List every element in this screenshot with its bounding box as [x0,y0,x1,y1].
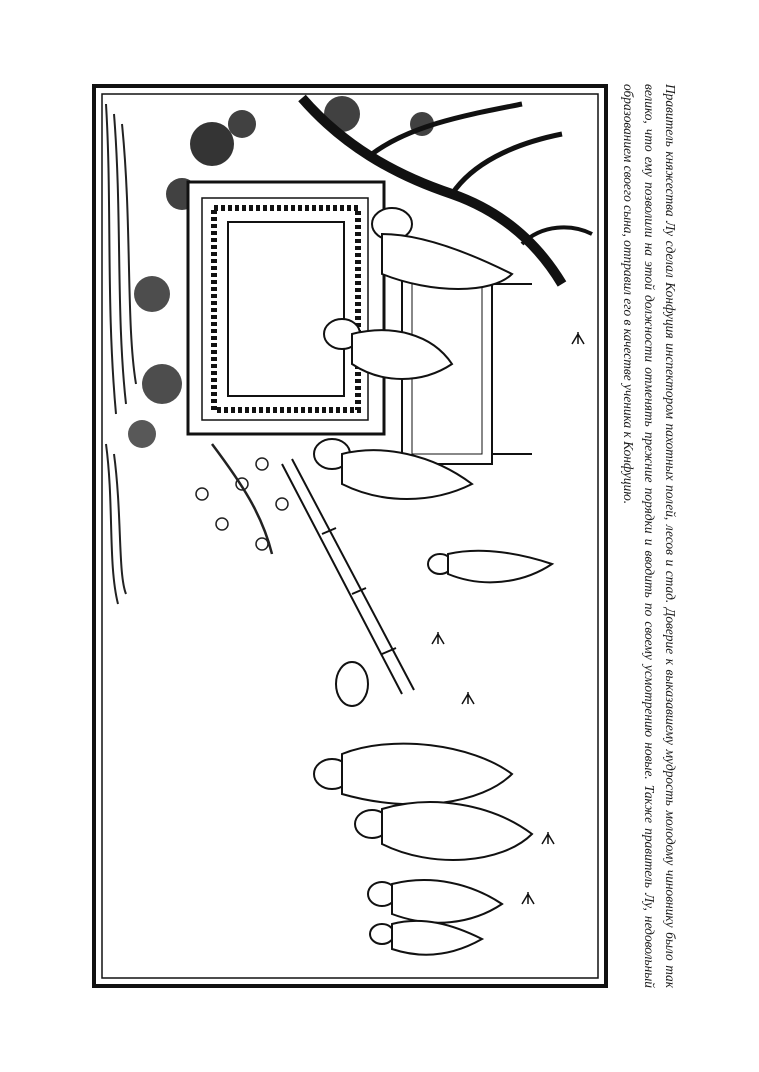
pine-tree [298,94,593,287]
illustration-plate [92,84,608,988]
garden-rock [335,661,369,707]
grass-tufts [431,332,585,905]
plate-inner-border [101,93,599,979]
illustration-caption: Правитель княжества Лу сделал Конфуция и… [591,84,681,988]
seated-figures [313,207,514,500]
pine-needles [128,96,434,448]
plate-outer-border [92,84,608,988]
railing [281,458,415,695]
caption-text: Правитель княжества Лу сделал Конфуция и… [621,84,678,988]
standing-figures [313,742,534,956]
woodblock-print-illustration [92,84,608,988]
child-figure [427,549,555,584]
folding-screen [186,180,386,436]
plum-blossoms [195,443,289,555]
cloud-strokes [105,103,137,605]
